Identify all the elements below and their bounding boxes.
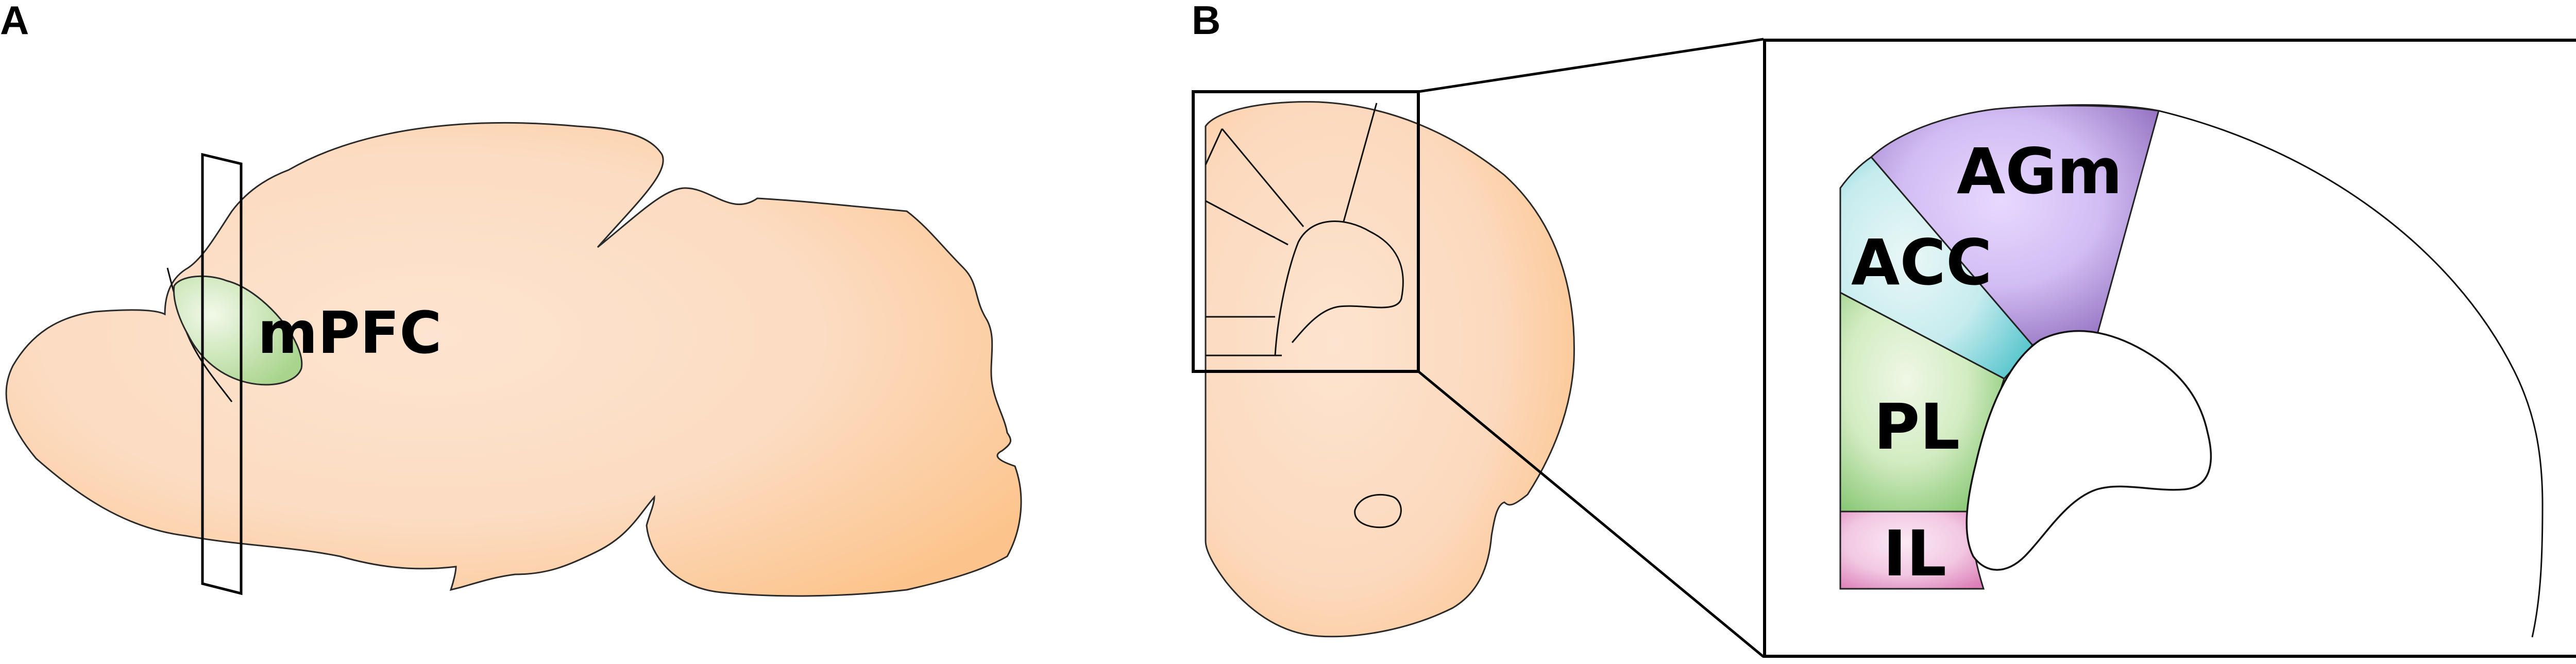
zoom-box (1192, 90, 1420, 373)
coronal-ventricle (1354, 493, 1402, 529)
panel-a: A mPFC (0, 0, 1022, 597)
agm-label: AGm (1957, 135, 2123, 208)
inset-ventricle (1965, 330, 2212, 571)
connector-top (1418, 38, 1764, 93)
connector-bottom (1417, 370, 1765, 658)
inset-frame (1763, 39, 2576, 658)
mpfc-region (173, 275, 303, 386)
coronal-brain (1205, 101, 1575, 638)
panel-b: B (1192, 0, 2576, 658)
coronal-region-lines (1205, 103, 1404, 356)
panel-a-letter: A (0, 0, 29, 43)
section-plane (201, 152, 243, 595)
mpfc-label: mPFC (258, 300, 442, 367)
il-label: IL (1883, 517, 1946, 590)
acc-label: ACC (1851, 226, 1992, 299)
pl-label: PL (1874, 390, 1960, 464)
sagittal-brain (5, 122, 1022, 597)
panel-b-letter: B (1192, 0, 1221, 43)
